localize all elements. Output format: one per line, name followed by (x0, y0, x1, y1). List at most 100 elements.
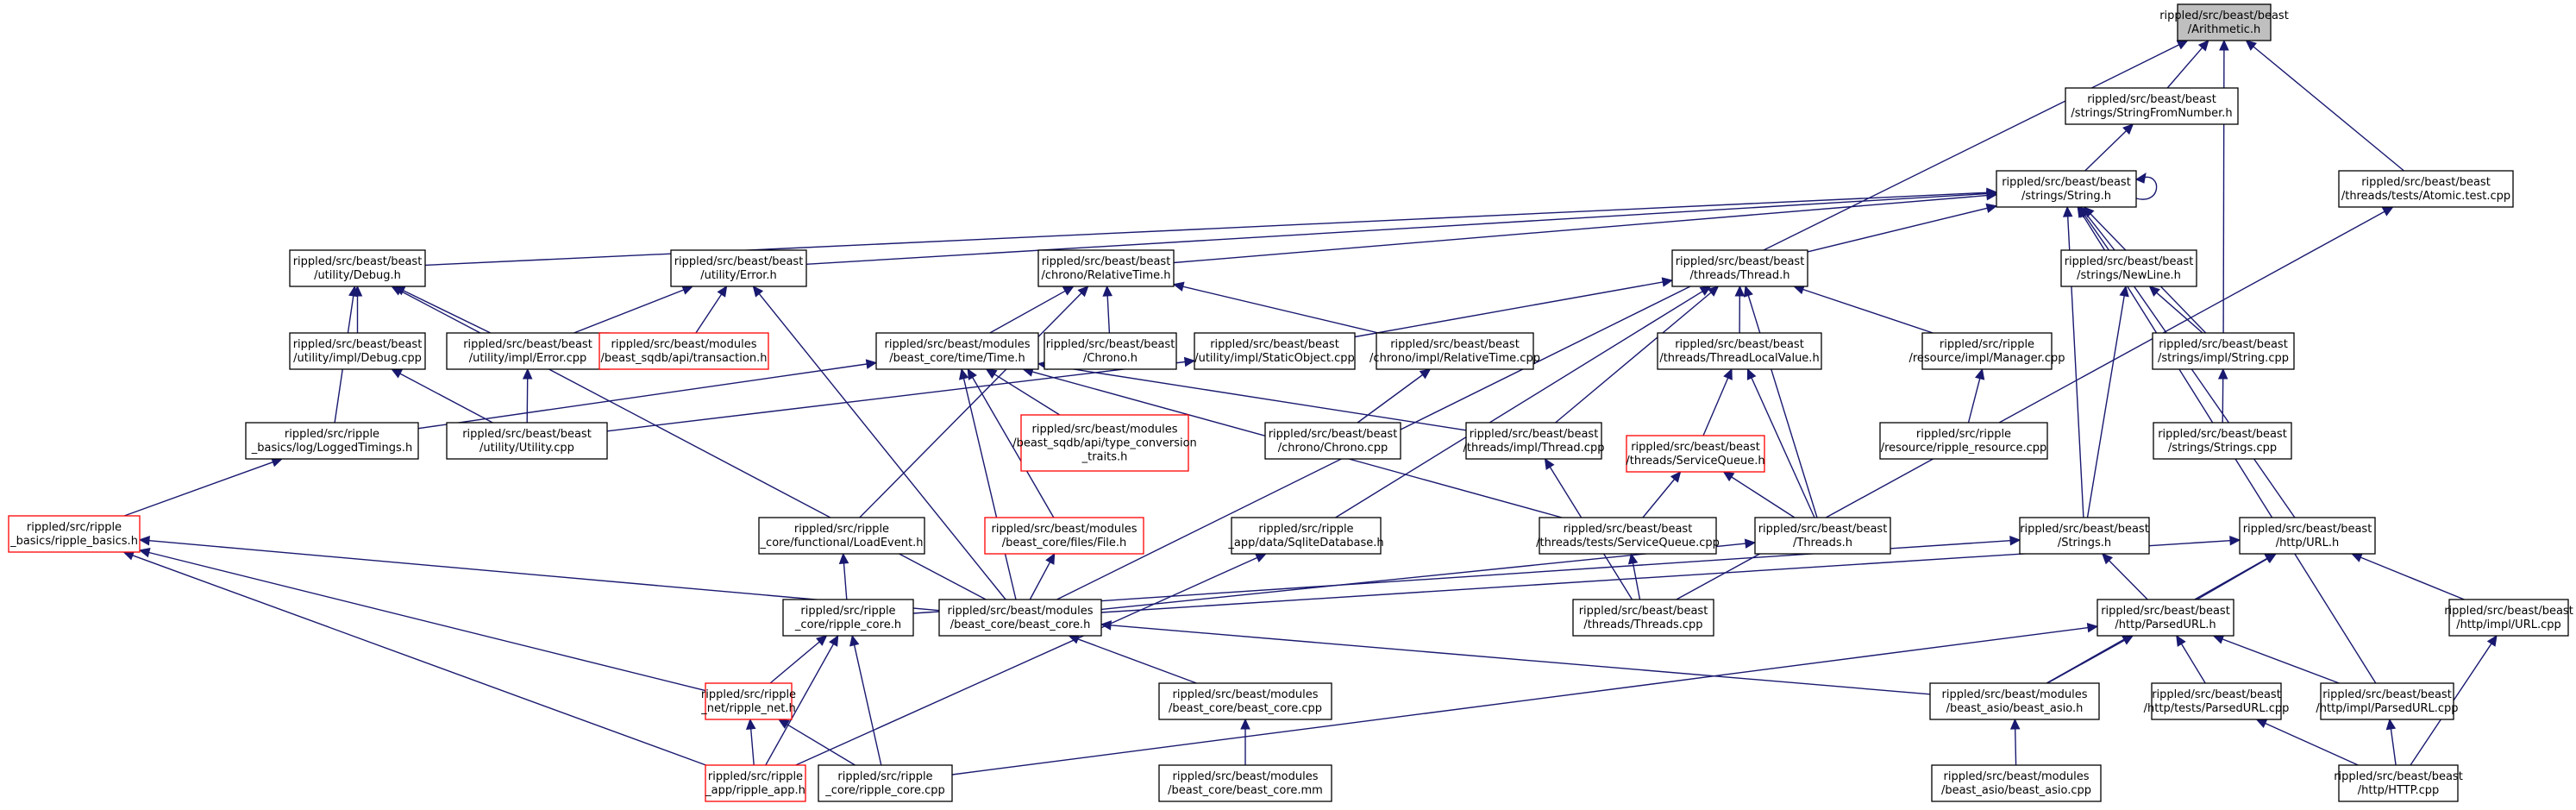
node-label: /threads/ThreadLocalValue.h (1659, 352, 1819, 365)
node-httpcpp[interactable]: rippled/src/beast/beast/http/HTTP.cpp (2334, 764, 2463, 802)
node-urlh[interactable]: rippled/src/beast/beast/http/URL.h (2239, 517, 2376, 555)
node-threadsh[interactable]: rippled/src/beast/beast/Threads.h (1754, 517, 1891, 555)
node-stringsh[interactable]: rippled/src/beast/beast/Strings.h (2019, 517, 2150, 555)
node-urlcpp[interactable]: rippled/src/beast/beast/http/impl/URL.cp… (2444, 599, 2573, 637)
node-threadscpp[interactable]: rippled/src/beast/beast/threads/Threads.… (1572, 599, 1714, 637)
node-beastcore[interactable]: rippled/src/beast/modules/beast_core/bea… (938, 599, 1102, 637)
edge-utilitycpp-to-staticobj (606, 356, 1196, 432)
node-box (1264, 422, 1401, 460)
edge-ripplenet-to-ripplecore (769, 635, 828, 684)
edge-atomic-to-arith (2245, 40, 2404, 172)
edge-stringcpp-to-arith (2219, 39, 2229, 334)
node-loggedtimings[interactable]: rippled/src/ripple_basics/log/LoggedTimi… (245, 422, 419, 460)
node-servicequeue[interactable]: rippled/src/beast/beast/threads/ServiceQ… (1626, 435, 1765, 473)
node-box (1044, 332, 1177, 370)
node-label: /http/impl/ParsedURL.cpp (2316, 702, 2458, 715)
node-beastasio[interactable]: rippled/src/beast/modules/beast_asio/bea… (1929, 682, 2100, 720)
node-sqtest[interactable]: rippled/src/beast/beast/threads/tests/Se… (1536, 517, 1720, 555)
node-sqlitedb[interactable]: rippled/src/ripple_app/data/SqliteDataba… (1227, 517, 1384, 555)
edge-beastasio-to-parsedurl (2046, 635, 2134, 684)
node-label: /beast_asio/beast_asio.h (1946, 702, 2084, 715)
node-tlv[interactable]: rippled/src/beast/beast/threads/ThreadLo… (1657, 332, 1822, 370)
edge-manager-to-thread (1793, 285, 1934, 334)
node-box (2239, 517, 2376, 555)
edge-tlv-to-thread (1734, 285, 1746, 334)
node-stringscpp[interactable]: rippled/src/beast/beast/strings/Strings.… (2153, 422, 2292, 460)
node-beastasiocpp[interactable]: rippled/src/beast/modules/beast_asio/bea… (1931, 764, 2102, 802)
edge-rippleapp-to-ripplebasics (122, 550, 706, 766)
node-newline[interactable]: rippled/src/beast/beast/strings/NewLine.… (2060, 249, 2197, 287)
node-reltime[interactable]: rippled/src/beast/beast/chrono/RelativeT… (1037, 249, 1175, 287)
edge-parsedurlcpp-to-parsedurl (2212, 634, 2340, 684)
node-staticobj[interactable]: rippled/src/beast/beast/utility/impl/Sta… (1194, 332, 1356, 370)
node-label: rippled/src/beast/beast (1676, 255, 1805, 268)
edge-ripplecorecpp-to-parsedurl (951, 622, 2099, 775)
node-label: rippled/src/beast/beast (2243, 523, 2372, 536)
node-label: rippled/src/ripple (1916, 428, 2011, 441)
node-beastcorecpp[interactable]: rippled/src/beast/modules/beast_core/bea… (1158, 682, 1332, 720)
node-label: /http/tests/ParsedURL.cpp (2144, 702, 2290, 715)
node-box (1158, 764, 1332, 802)
node-box (984, 517, 1144, 555)
node-box (8, 515, 141, 553)
node-box (2153, 422, 2292, 460)
node-box (2019, 517, 2150, 555)
node-ripplenet[interactable]: rippled/src/ripple_net/ripple_net.h (700, 682, 796, 720)
node-beastcoremm[interactable]: rippled/src/beast/modules/beast_core/bea… (1158, 764, 1332, 802)
node-manager[interactable]: rippled/src/ripple/resource/impl/Manager… (1908, 332, 2065, 370)
node-threadcpp[interactable]: rippled/src/beast/beast/threads/impl/Thr… (1463, 422, 1605, 460)
node-ripplecorecpp[interactable]: rippled/src/ripple_core/ripple_core.cpp (818, 764, 953, 802)
node-ripplecore[interactable]: rippled/src/ripple_core/ripple_core.h (782, 599, 914, 637)
node-chrono[interactable]: rippled/src/beast/beast/Chrono.h (1044, 332, 1177, 370)
node-debugcpp[interactable]: rippled/src/beast/beast/utility/impl/Deb… (289, 332, 426, 370)
node-arith[interactable]: rippled/src/beast/beast/Arithmetic.h (2159, 3, 2289, 41)
node-fileh[interactable]: rippled/src/beast/modules/beast_core/fil… (984, 517, 1144, 555)
node-box (2338, 764, 2459, 802)
node-timeh[interactable]: rippled/src/beast/modules/beast_core/tim… (875, 332, 1039, 370)
node-label: /http/impl/URL.cpp (2456, 618, 2561, 631)
node-box (705, 682, 793, 720)
node-chronocpp[interactable]: rippled/src/beast/beast/chrono/Chrono.cp… (1264, 422, 1401, 460)
node-box (1465, 422, 1602, 460)
node-transaction[interactable]: rippled/src/beast/modules/beast_sqdb/api… (599, 332, 769, 370)
node-label: /resource/impl/Manager.cpp (1908, 352, 2065, 365)
node-error[interactable]: rippled/src/beast/beast/utility/Error.h (670, 249, 807, 287)
edge-ripplecore-to-loadevent (838, 552, 849, 600)
node-label: rippled/src/beast/modules (1172, 688, 1318, 701)
node-label: rippled/src/beast/modules (991, 523, 1137, 536)
node-utilitycpp[interactable]: rippled/src/beast/beast/utility/Utility.… (446, 422, 608, 460)
node-atomic[interactable]: rippled/src/beast/beast/threads/tests/At… (2338, 170, 2514, 208)
node-parsedurlcpp[interactable]: rippled/src/beast/beast/http/impl/Parsed… (2316, 682, 2459, 720)
node-parsedurl[interactable]: rippled/src/beast/beast/http/ParsedURL.h (2097, 599, 2234, 637)
node-box (1194, 332, 1356, 370)
node-label: /beast_asio/beast_asio.cpp (1941, 784, 2091, 797)
node-sfn[interactable]: rippled/src/beast/beast/strings/StringFr… (2065, 87, 2239, 125)
node-parsedurltest[interactable]: rippled/src/beast/beast/http/tests/Parse… (2144, 682, 2290, 720)
edge-typeconv-to-timeh (985, 368, 1061, 416)
node-label: /threads/Threads.cpp (1583, 618, 1702, 631)
node-reltimecpp[interactable]: rippled/src/beast/beast/chrono/impl/Rela… (1369, 332, 1540, 370)
node-label: _net/ripple_net.h (700, 702, 796, 715)
edge-beastcorecpp-to-beastcore (1068, 634, 1197, 684)
node-debug[interactable]: rippled/src/beast/beast/utility/Debug.h (289, 249, 426, 287)
node-typeconv[interactable]: rippled/src/beast/modules/beast_sqdb/api… (1012, 414, 1197, 472)
node-rippleapp[interactable]: rippled/src/ripple_app/ripple_app.h (705, 764, 806, 802)
node-loadevent[interactable]: rippled/src/ripple_core/functional/LoadE… (758, 517, 925, 555)
node-box (1626, 435, 1765, 473)
edge-threadsh-to-servicequeue (1722, 471, 1796, 518)
node-ripplebasics[interactable]: rippled/src/ripple_basics/ripple_basics.… (8, 515, 141, 553)
node-errorcpp[interactable]: rippled/src/beast/beast/utility/impl/Err… (446, 332, 610, 370)
node-string[interactable]: rippled/src/beast/beast/strings/String.h (1996, 170, 2137, 208)
node-label: /beast_sqdb/api/transaction.h (601, 352, 768, 365)
edge-rippleresource-to-manager (1967, 367, 1985, 424)
node-label: rippled/src/ripple (837, 770, 932, 783)
node-label: rippled/src/beast/beast (1564, 523, 1693, 536)
edge-sfn-to-arith (2166, 40, 2209, 89)
node-thread[interactable]: rippled/src/beast/beast/threads/Thread.h (1671, 249, 1808, 287)
node-rippleresource[interactable]: rippled/src/ripple/resource/ripple_resou… (1879, 422, 2048, 460)
node-box (1376, 332, 1534, 370)
node-box (818, 764, 953, 802)
node-box (289, 332, 426, 370)
node-stringcpp[interactable]: rippled/src/beast/beast/strings/impl/Str… (2152, 332, 2295, 370)
edge-beastcore-to-fileh (1029, 552, 1056, 600)
